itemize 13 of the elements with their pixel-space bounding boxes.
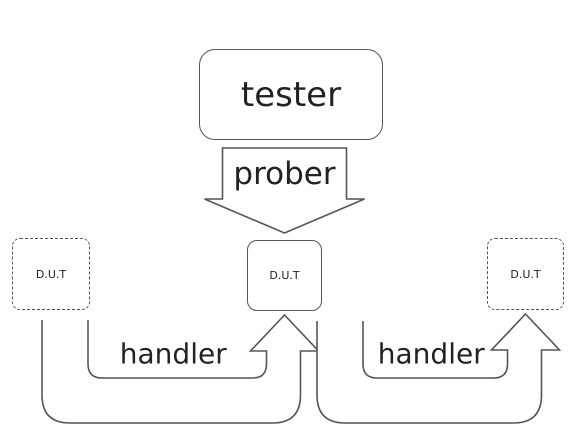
node-label: D.U.T: [36, 268, 66, 280]
placeholder-box: [12, 238, 90, 310]
edge-label: prober: [233, 156, 336, 192]
block-arrow: [204, 147, 366, 234]
rounded-box: [199, 49, 383, 140]
edge-label: handler: [378, 338, 485, 370]
node-label: D.U.T: [510, 268, 541, 280]
node-label: tester: [240, 74, 342, 114]
rounded-box: [247, 240, 322, 311]
block-arrow: [316, 313, 560, 424]
node-label: D.U.T: [269, 269, 300, 282]
placeholder-box: [487, 238, 564, 310]
edge-label: handler: [120, 338, 227, 370]
